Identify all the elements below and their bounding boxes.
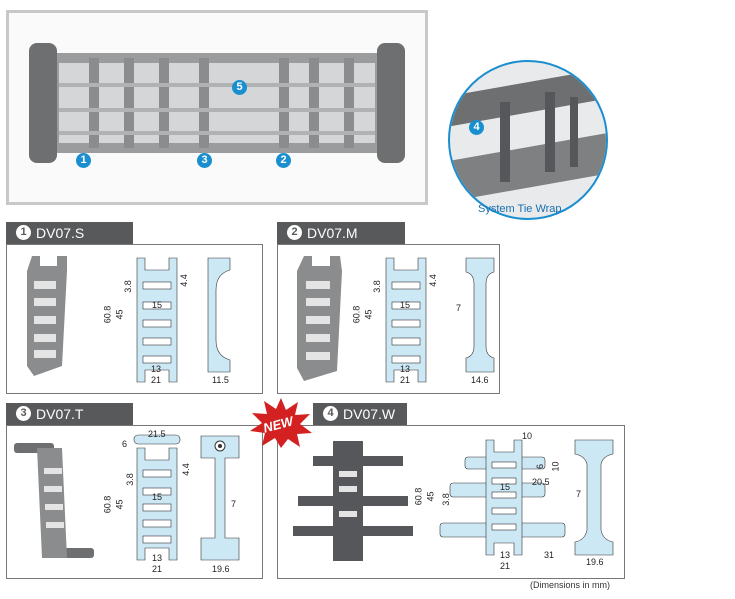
- dim-inner-height: 45: [114, 309, 125, 320]
- dim-slot-width: 15: [152, 492, 163, 502]
- top-view-dv07t: [133, 434, 181, 445]
- dimensions-note: (Dimensions in mm): [530, 580, 611, 590]
- dim-side-width: 14.6: [471, 375, 489, 385]
- dim-top-offset: 4.4: [178, 274, 189, 287]
- dim-inner-height: 45: [425, 491, 436, 502]
- dim-arm-thickness: 6: [535, 463, 546, 470]
- new-badge: [250, 398, 312, 448]
- panel-number: 4: [323, 406, 338, 421]
- panel-title: DV07.W: [343, 406, 396, 422]
- panel-number: 2: [287, 225, 302, 240]
- callout-4: 4: [469, 120, 484, 135]
- dim-tab-width: 10: [522, 431, 533, 441]
- panel-tab-dv07w: 4 DV07.W: [313, 403, 407, 425]
- dim-top-offset: 4.4: [180, 463, 191, 476]
- hero-image-frame: 1 3 2 5: [6, 10, 428, 205]
- dim-web: 7: [231, 499, 237, 509]
- panel-tab-dv07s: 1 DV07.S: [6, 222, 133, 244]
- product-photo-dv07w: [293, 441, 413, 561]
- dim-outer-width: 21: [151, 375, 162, 385]
- cable-carrier-illustration: [29, 43, 405, 163]
- side-view-dv07w: [574, 439, 614, 556]
- dim-slot-gap: 3.8: [124, 473, 135, 486]
- dim-arm-height: 10: [550, 461, 561, 472]
- panel-tab-dv07t: 3 DV07.T: [6, 403, 133, 425]
- dim-side-width: 11.5: [212, 375, 229, 385]
- side-view-dv07m: [465, 257, 495, 373]
- dim-inner-height: 45: [114, 499, 125, 510]
- dim-inner-width: 13: [500, 550, 511, 560]
- panel-tab-dv07m: 2 DV07.M: [277, 222, 405, 244]
- dim-inner-width: 13: [400, 364, 411, 374]
- product-photo-dv07t: [14, 443, 94, 558]
- panel-title: DV07.M: [307, 225, 358, 241]
- callout-2: 2: [276, 153, 291, 168]
- product-photo-dv07s: [27, 256, 67, 376]
- product-photo-dv07m: [297, 256, 342, 381]
- panel-title: DV07.S: [36, 225, 85, 241]
- dim-slot-gap: 3.8: [440, 493, 451, 506]
- callout-1: 1: [76, 153, 91, 168]
- dim-inner-height: 45: [363, 309, 374, 320]
- dim-overall-height: 60.8: [351, 305, 362, 324]
- front-view-dv07t: [136, 447, 178, 561]
- dim-outer-width: 21: [500, 561, 511, 571]
- callout-3: 3: [197, 153, 212, 168]
- callout-5: 5: [232, 80, 247, 95]
- panel-number: 3: [16, 406, 31, 421]
- dim-overall-height: 60.8: [413, 487, 424, 506]
- dim-inner-width: 13: [152, 553, 163, 563]
- tie-wrap-inset: [448, 60, 608, 220]
- tie-wrap-illustration: [450, 66, 606, 201]
- dim-overall-height: 60.8: [102, 305, 113, 324]
- dim-slot-width: 15: [500, 482, 511, 492]
- panel-number: 1: [16, 225, 31, 240]
- dim-arm-length: 20.5: [532, 477, 550, 487]
- dim-outer-width: 21: [400, 375, 411, 385]
- tie-wrap-label: System Tie Wrap: [478, 203, 562, 215]
- dim-top-width: 21.5: [148, 429, 166, 439]
- dim-side-width: 19.6: [586, 557, 604, 567]
- dim-web: 7: [456, 303, 462, 313]
- dim-slot-width: 15: [400, 300, 411, 310]
- dim-outer-width: 21: [152, 564, 163, 574]
- dim-overall-height: 60.8: [102, 495, 113, 514]
- side-view-dv07s: [207, 257, 231, 373]
- side-view-dv07t: [200, 435, 240, 561]
- dim-top-offset: 4.4: [427, 274, 438, 287]
- dim-slot-gap: 3.8: [371, 280, 382, 293]
- dim-top-thickness: 6: [122, 439, 128, 449]
- front-view-dv07s: [136, 257, 178, 383]
- dim-slot-width: 15: [152, 300, 163, 310]
- panel-title: DV07.T: [36, 406, 84, 422]
- front-view-dv07m: [385, 257, 427, 383]
- dim-inner-width: 13: [151, 364, 162, 374]
- dim-side-width: 19.6: [212, 564, 230, 574]
- dim-web: 7: [576, 489, 582, 499]
- dim-long-arm: 31: [544, 550, 555, 560]
- dim-slot-gap: 3.8: [122, 280, 133, 293]
- front-view-dv07w: [439, 439, 566, 556]
